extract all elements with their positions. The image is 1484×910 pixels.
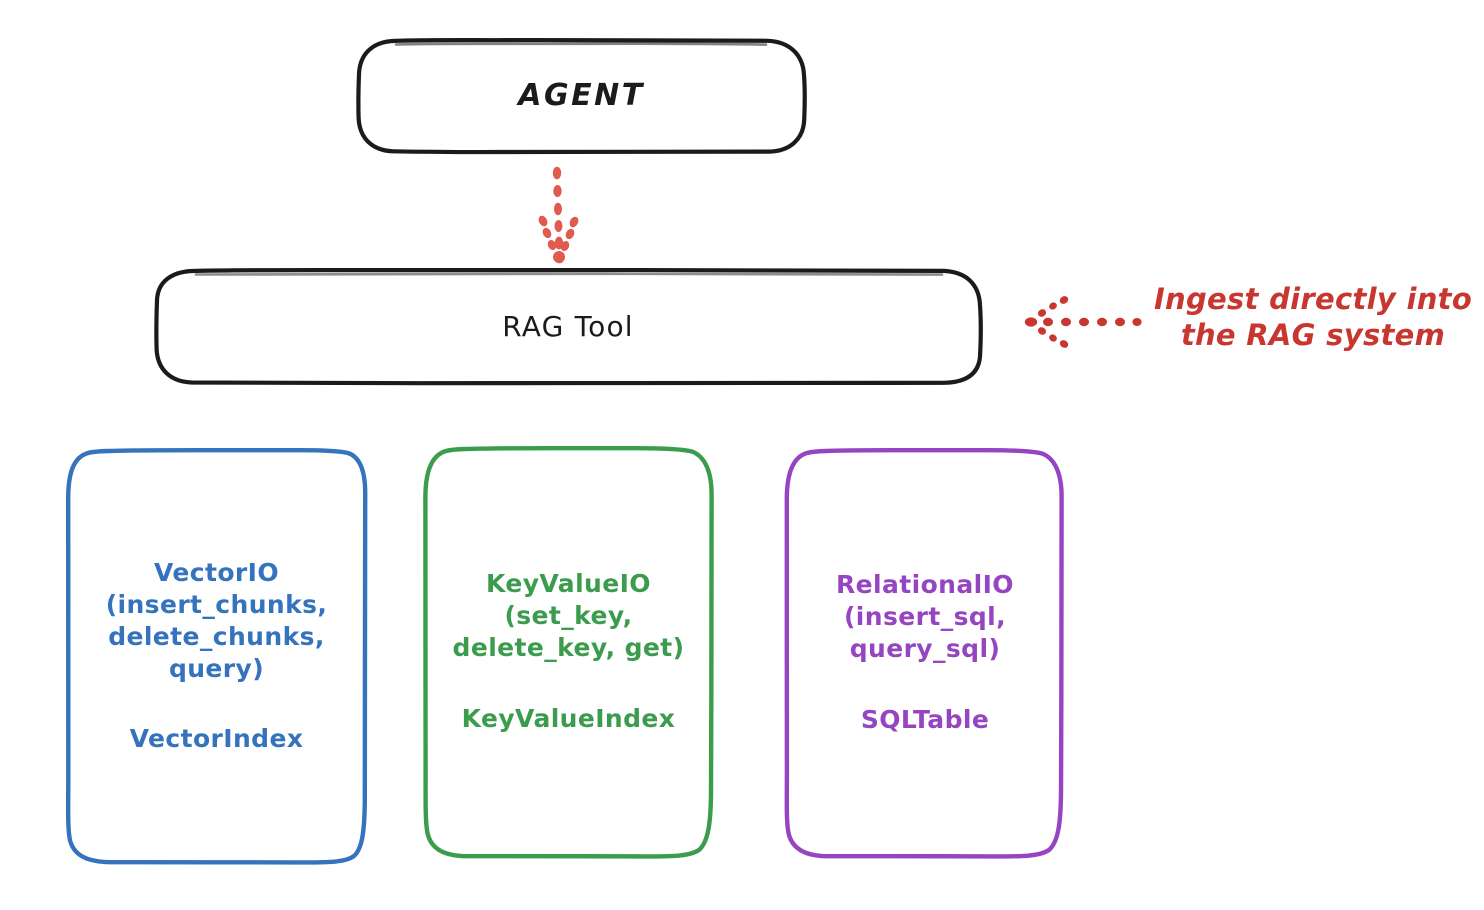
key-value-io-box-shape — [423, 445, 714, 859]
relational-io-box-shape — [784, 447, 1064, 859]
key-value-io-node[interactable] — [425, 448, 712, 855]
vector-io-box-shape — [65, 447, 368, 865]
rag-tool-box-shape — [154, 267, 983, 386]
relational-io-node[interactable] — [788, 450, 1062, 855]
vector-io-node[interactable] — [68, 450, 365, 862]
agent-box-shape — [356, 37, 807, 155]
ingest-arrow — [1024, 296, 1142, 348]
agent-to-rag-arrow — [538, 166, 579, 264]
agent-node[interactable] — [358, 40, 805, 152]
rag-tool-node[interactable] — [156, 270, 980, 383]
